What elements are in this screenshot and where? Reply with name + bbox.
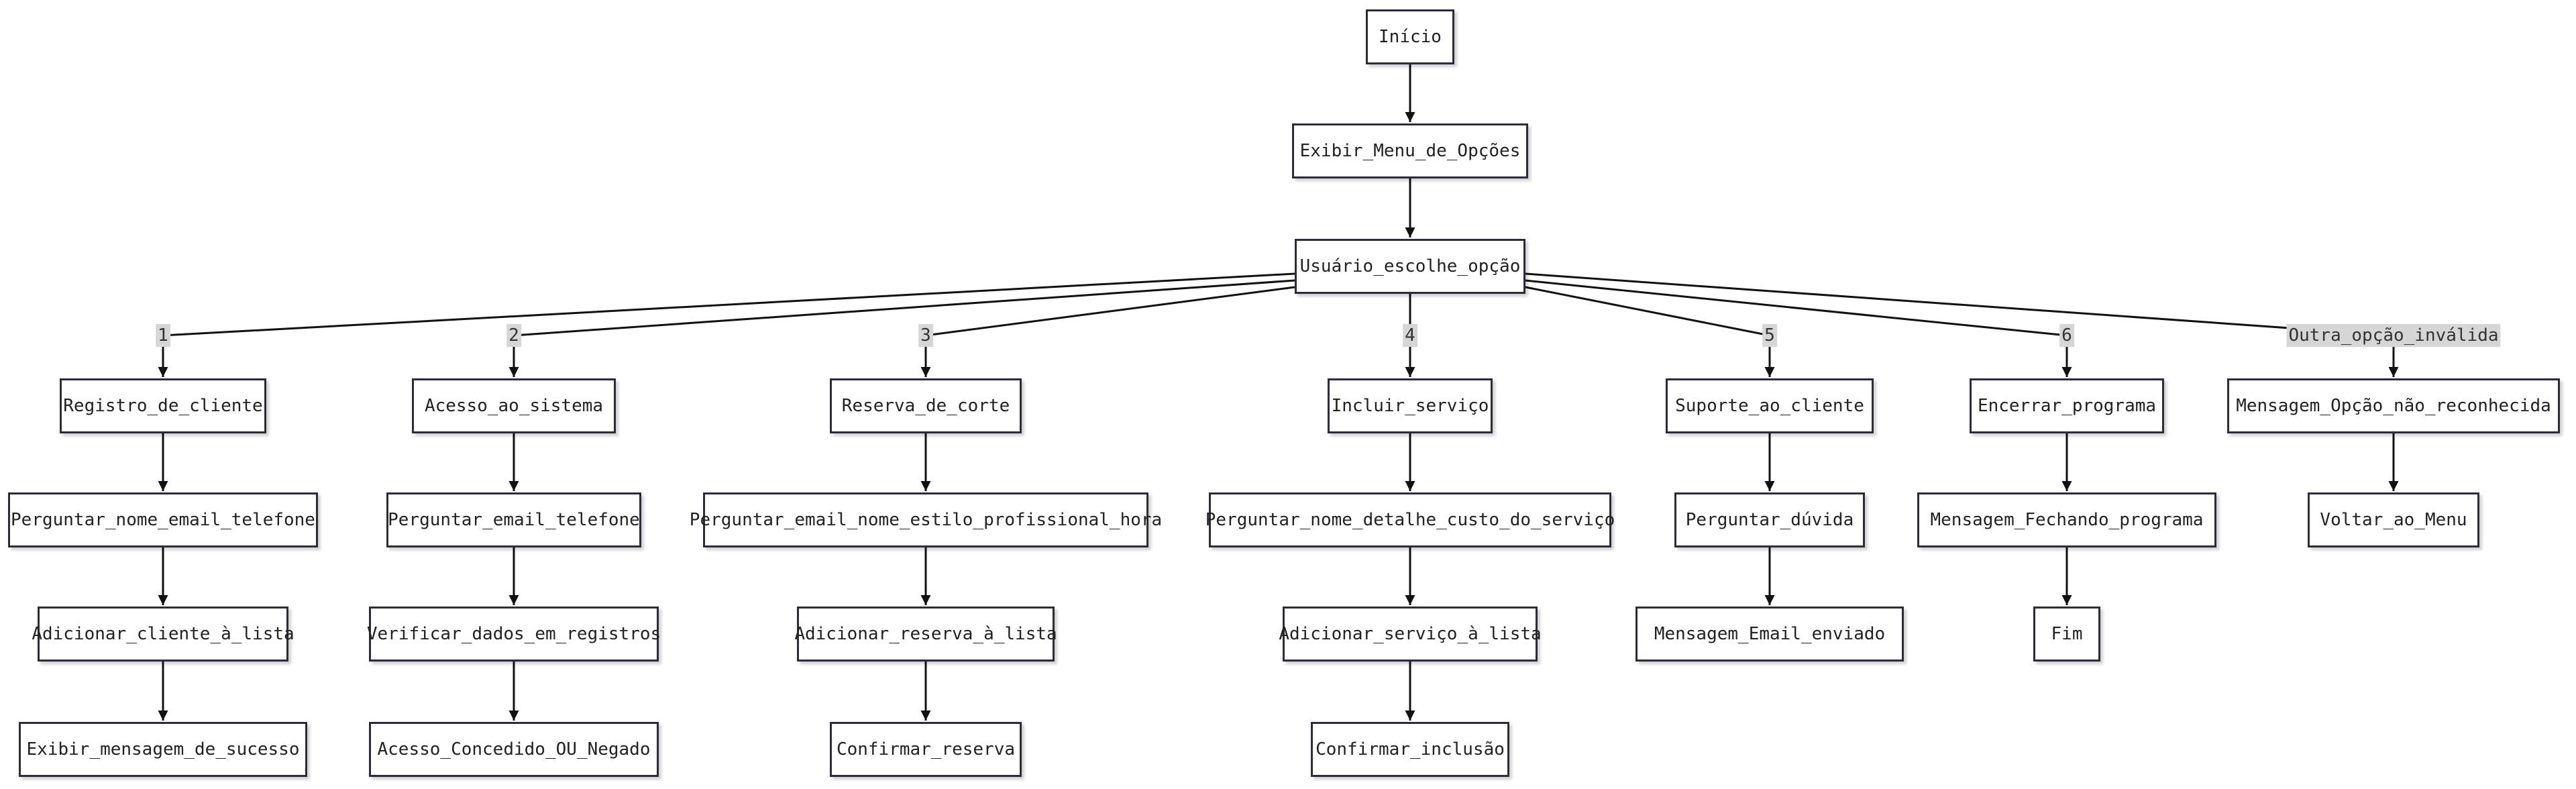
edge-label-option-4: 4 — [1403, 324, 1417, 347]
node-incluir-servico: Incluir_serviço — [1328, 378, 1493, 433]
node-perguntar-reserva: Perguntar_email_nome_estilo_profissional… — [690, 492, 1162, 547]
node-confirmar-inclusao: Confirmar_inclusão — [1311, 722, 1509, 777]
node-acesso-ao-sistema: Acesso_ao_sistema — [412, 378, 616, 433]
node-inicio: Início — [1366, 9, 1454, 64]
node-perguntar-nome-email-telefone: Perguntar_nome_email_telefone — [8, 492, 318, 547]
node-verificar-dados: Verificar_dados_em_registros — [367, 607, 661, 662]
node-voltar-ao-menu: Voltar_ao_Menu — [2308, 492, 2479, 547]
node-mensagem-fechando: Mensagem_Fechando_programa — [1917, 492, 2216, 547]
node-perguntar-duvida: Perguntar_dúvida — [1674, 492, 1865, 547]
node-encerrar-programa: Encerrar_programa — [1970, 378, 2164, 433]
node-perguntar-email-telefone: Perguntar_email_telefone — [386, 492, 641, 547]
node-acesso-resultado: Acesso_Concedido_OU_Negado — [369, 722, 659, 777]
node-suporte-ao-cliente: Suporte_ao_cliente — [1666, 378, 1874, 433]
edge-branch-6 — [1525, 279, 2072, 377]
node-adicionar-servico: Adicionar_serviço_à_lista — [1279, 607, 1542, 662]
node-exibir-mensagem-sucesso: Exibir_mensagem_de_sucesso — [19, 722, 307, 777]
edge-branch-1 — [158, 272, 1295, 377]
node-confirmar-reserva: Confirmar_reserva — [830, 722, 1022, 777]
node-exibir-menu: Exibir_Menu_de_Opções — [1292, 123, 1528, 178]
node-mensagem-email-enviado: Mensagem_Email_enviado — [1635, 607, 1904, 662]
node-reserva-de-corte: Reserva_de_corte — [830, 378, 1022, 433]
node-adicionar-cliente: Adicionar_cliente_à_lista — [32, 607, 294, 662]
node-mensagem-nao-reconhecida: Mensagem_Opção_não_reconhecida — [2227, 378, 2560, 433]
node-perguntar-servico: Perguntar_nome_detalhe_custo_do_serviço — [1205, 492, 1615, 547]
edge-label-option-1: 1 — [156, 324, 170, 347]
node-fim: Fim — [2033, 607, 2100, 662]
edge-label-option-2: 2 — [506, 324, 521, 347]
edge-label-option-other: Outra_opção_inválida — [2286, 324, 2501, 347]
node-usuario-escolhe-opcao: Usuário_escolhe_opção — [1295, 239, 1525, 294]
edge-branch-3 — [920, 286, 1295, 377]
edge-label-option-6: 6 — [2059, 324, 2074, 347]
node-adicionar-reserva: Adicionar_reserva_à_lista — [794, 607, 1057, 662]
node-registro-de-cliente: Registro_de_cliente — [60, 378, 266, 433]
edge-label-option-3: 3 — [918, 324, 933, 347]
edge-label-option-5: 5 — [1762, 324, 1777, 347]
